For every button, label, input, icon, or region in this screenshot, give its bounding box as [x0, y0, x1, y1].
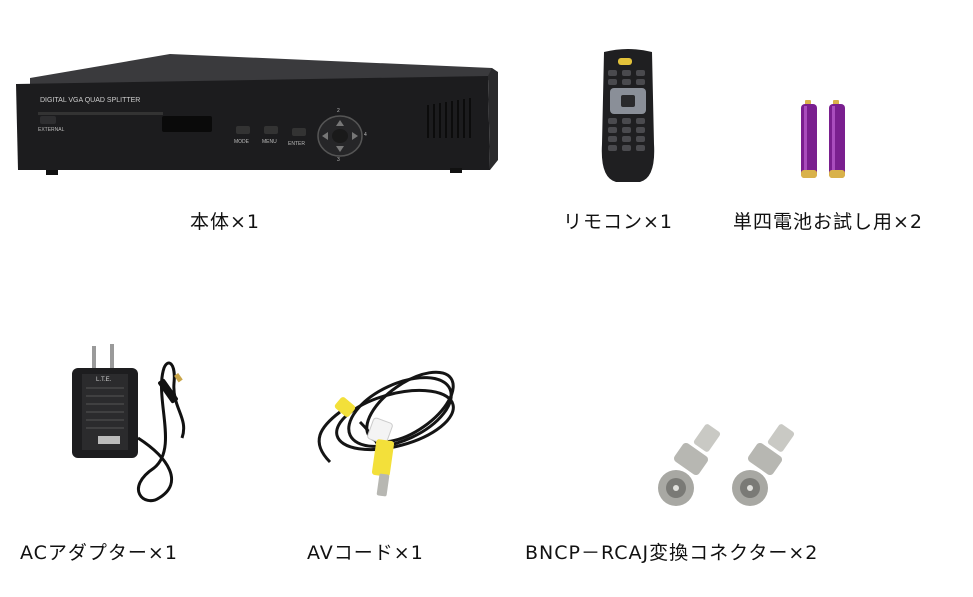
ac-adapter: L.T.E. [64, 338, 204, 513]
dvr-right-label: 4 [364, 132, 367, 138]
mode-button [236, 126, 250, 134]
dvr-model-label: DIGITAL VGA QUAD SPLITTER [40, 97, 141, 104]
bnc-adapters-illustration [658, 424, 795, 506]
bnc-adapter-left [658, 424, 721, 506]
dvr-unit: DIGITAL VGA QUAD SPLITTER EXTERNAL MODE … [10, 50, 500, 190]
external-button [40, 116, 56, 124]
dvr-illustration [16, 54, 498, 175]
av-cord [300, 352, 500, 512]
display-window [162, 116, 212, 132]
batteries-caption: 単四電池お試し用×2 [733, 211, 924, 233]
dvr-mode-label: MODE [234, 139, 249, 145]
adapter-caption: ACアダプター×1 [20, 542, 178, 564]
enter-button [292, 128, 306, 136]
dvr-menu-label: MENU [262, 139, 277, 145]
remote-illustration [601, 49, 655, 182]
bnc-adapter-right [732, 424, 795, 506]
batteries-illustration [801, 100, 845, 178]
dvr-caption: 本体×1 [190, 211, 261, 233]
av-cord-illustration [317, 370, 455, 497]
dvr-up-label: 2 [337, 108, 340, 114]
dvr-down-label: 3 [337, 157, 340, 163]
av-cord-caption: AVコード×1 [307, 542, 424, 564]
ac-adapter-illustration [72, 344, 186, 503]
menu-button [264, 126, 278, 134]
batteries [795, 96, 865, 186]
bnc-caption: BNCP－RCAJ変換コネクター×2 [525, 542, 819, 564]
power-button [618, 58, 632, 65]
remote-control [596, 48, 660, 188]
bnc-adapters [646, 420, 816, 510]
adapter-brand-label: L.T.E. [96, 377, 112, 383]
dvr-enter-label: ENTER [288, 141, 305, 147]
dvr-external-label: EXTERNAL [38, 127, 65, 133]
remote-caption: リモコン×1 [563, 211, 674, 233]
